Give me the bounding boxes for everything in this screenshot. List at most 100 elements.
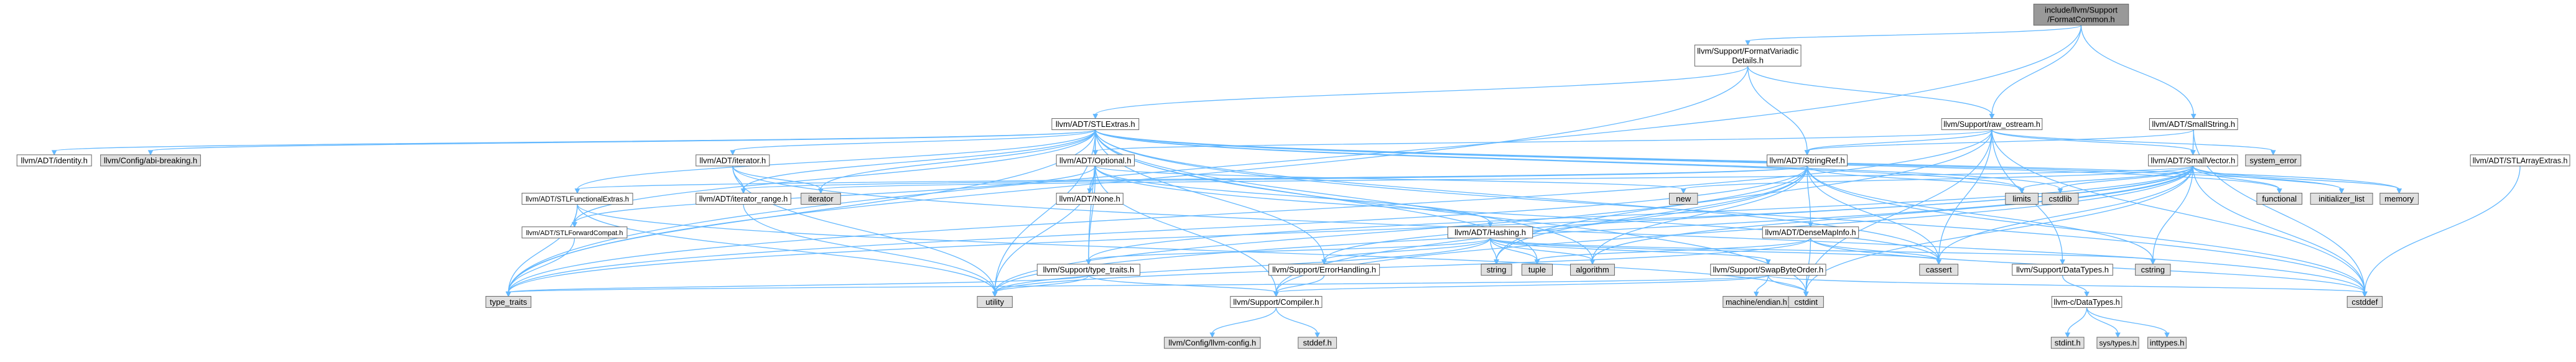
edge-hashing-to-typetraits_h	[1088, 238, 1491, 261]
node-ss[interactable]: llvm/ADT/SmallString.h	[2149, 118, 2238, 131]
edge-smallvector-to-initlist	[2192, 165, 2342, 190]
node-compiler[interactable]: llvm/Support/Compiler.h	[1230, 295, 1323, 308]
arrowhead-root-to-ss	[2190, 114, 2197, 119]
edge-fvd-to-stringref	[1747, 66, 1808, 151]
node-label-systypes-0: sys/types.h	[2099, 339, 2137, 348]
arrowhead-hashing-to-typetraits_h	[1086, 259, 1092, 265]
node-label-itrange-0: llvm/ADT/iterator_range.h	[699, 195, 788, 203]
arrowhead-raw-to-syserror	[2270, 150, 2276, 156]
arrowhead-stringref-to-itrange	[740, 188, 746, 194]
node-label-cstdint-0: cstdint	[1794, 297, 1818, 307]
node-label-stlfwd-0: llvm/ADT/STLForwardCompat.h	[526, 230, 623, 237]
edge-raw-to-cstddef	[1991, 129, 2366, 293]
node-datatypes[interactable]: llvm/Support/DataTypes.h	[2012, 264, 2113, 276]
node-label-initlist-0: initializer_list	[2318, 194, 2364, 203]
node-label-fvd-0: llvm/Support/FormatVariadic	[1697, 46, 1799, 55]
node-stl[interactable]: llvm/ADT/STLExtras.h	[1051, 118, 1140, 131]
node-itrange[interactable]: llvm/ADT/iterator_range.h	[695, 193, 791, 205]
node-label-cstdlib-0: cstdlib	[2048, 194, 2071, 203]
edge-cdatatypes-to-stdint	[2067, 307, 2088, 334]
node-box-errhandling	[1268, 264, 1380, 276]
edge-cdatatypes-to-inttypes	[2086, 307, 2168, 334]
node-label-cstring-0: cstring	[2141, 265, 2165, 274]
edge-smallvector-to-functional	[2192, 165, 2280, 190]
node-densemap[interactable]: llvm/ADT/DenseMapInfo.h	[1762, 226, 1859, 239]
edge-hashing-to-utility	[994, 238, 1491, 293]
node-box-new	[1668, 193, 1698, 205]
arrowhead-densemap-to-cassert	[1936, 259, 1941, 265]
node-label-stlfunc-0: llvm/ADT/STLFunctionalExtras.h	[526, 196, 629, 203]
node-hashing[interactable]: llvm/ADT/Hashing.h	[1447, 226, 1533, 239]
node-label-fvd-1: Details.h	[1732, 55, 1764, 65]
node-label-root-1: /FormatCommon.h	[2047, 15, 2114, 24]
node-identity[interactable]: llvm/ADT/identity.h	[16, 154, 92, 167]
node-label-limits-0: limits	[2012, 194, 2031, 203]
edge-raw-to-syserror	[1991, 129, 2274, 152]
edge-fvd-to-raw	[1747, 66, 1992, 115]
node-box-optional	[1056, 154, 1135, 167]
edge-typetraits_h-to-typetraits	[508, 275, 1089, 294]
edge-raw-to-string	[1495, 129, 1992, 261]
edge-stlfunc-to-utility	[577, 204, 995, 293]
edge-stl-to-cstddef	[1095, 129, 2366, 293]
node-typetraits_h[interactable]: llvm/Support/type_traits.h	[1036, 264, 1141, 276]
arrowhead-stl-to-iterator_h	[730, 150, 736, 156]
edge-fvd-to-stl	[1095, 66, 1749, 116]
edge-stringref-to-cstring	[1806, 165, 2154, 261]
node-box-compiler	[1230, 295, 1323, 308]
arrowhead-smallvector-to-limits	[2019, 188, 2025, 194]
node-stlfwd[interactable]: llvm/ADT/STLForwardCompat.h	[521, 226, 628, 239]
node-cdatatypes[interactable]: llvm-c/DataTypes.h	[2051, 295, 2123, 308]
node-iterator_h[interactable]: llvm/ADT/iterator.h	[695, 154, 770, 167]
edge-ss-to-cstddef	[2193, 129, 2366, 293]
node-label-memory-0: memory	[2384, 194, 2414, 203]
edge-hashing-to-algorithm	[1489, 238, 1593, 261]
node-typetraits: type_traits	[485, 295, 532, 308]
node-label-cassert-0: cassert	[1926, 265, 1952, 274]
node-label-stringref-0: llvm/ADT/StringRef.h	[1769, 155, 1844, 165]
node-errhandling[interactable]: llvm/Support/ErrorHandling.h	[1268, 264, 1380, 276]
edge-raw-to-stringref	[1806, 129, 1992, 152]
node-label-densemap-0: llvm/ADT/DenseMapInfo.h	[1765, 228, 1856, 237]
edge-iterator_h-to-utility	[732, 165, 995, 293]
node-stlfunc[interactable]: llvm/ADT/STLFunctionalExtras.h	[521, 193, 633, 205]
node-none[interactable]: llvm/ADT/None.h	[1056, 193, 1123, 205]
node-box-iterator_h	[695, 154, 770, 167]
node-root[interactable]: include/llvm/Support/FormatCommon.h	[2033, 4, 2129, 26]
node-optional[interactable]: llvm/ADT/Optional.h	[1056, 154, 1135, 167]
node-stlarray[interactable]: llvm/ADT/STLArrayExtras.h	[2470, 154, 2570, 167]
node-box-systypes	[2096, 336, 2139, 349]
node-box-algorithm	[1570, 264, 1615, 276]
arrowhead-stringref-to-densemap	[1808, 222, 1813, 228]
node-cstdint: cstdint	[1788, 295, 1824, 308]
edge-optional-to-new	[1095, 165, 1684, 190]
arrowhead-compiler-to-llvmconfig	[1209, 332, 1216, 338]
node-llvmconfig: llvm/Config/llvm-config.h	[1164, 336, 1261, 349]
node-stringref[interactable]: llvm/ADT/StringRef.h	[1767, 154, 1848, 167]
edge-smallvector-to-cstdlib	[2060, 165, 2193, 190]
node-smallvector[interactable]: llvm/ADT/SmallVector.h	[2148, 154, 2238, 167]
node-raw[interactable]: llvm/Support/raw_ostream.h	[1941, 118, 2043, 131]
edge-stringref-to-densemap	[1806, 165, 1811, 223]
node-box-stlarray	[2470, 154, 2570, 167]
edge-raw-to-typetraits	[508, 129, 1992, 293]
arrowhead-stl-to-identity	[51, 150, 57, 156]
node-swapbyte[interactable]: llvm/Support/SwapByteOrder.h	[1710, 264, 1826, 276]
arrowhead-smallvector-to-memory	[2396, 188, 2402, 194]
edge-stlfunc-to-cstdint	[577, 204, 1806, 293]
node-box-smallvector	[2148, 154, 2238, 167]
node-label-optional-0: llvm/ADT/Optional.h	[1059, 155, 1132, 165]
node-label-compiler-0: llvm/Support/Compiler.h	[1233, 297, 1319, 307]
edge-compiler-to-stddef	[1275, 307, 1318, 334]
node-label-errhandling-0: llvm/Support/ErrorHandling.h	[1272, 265, 1376, 274]
arrowhead-hashing-to-swapbyte	[1765, 259, 1771, 265]
node-label-inttypes-0: inttypes.h	[2150, 338, 2185, 348]
node-abi: llvm/Config/abi-breaking.h	[100, 154, 201, 167]
edge-stl-to-memory	[1095, 129, 2400, 190]
node-label-swapbyte-0: llvm/Support/SwapByteOrder.h	[1713, 265, 1824, 274]
node-box-inttypes	[2147, 336, 2187, 349]
node-box-identity	[16, 154, 92, 167]
node-initlist: initializer_list	[2310, 193, 2373, 205]
